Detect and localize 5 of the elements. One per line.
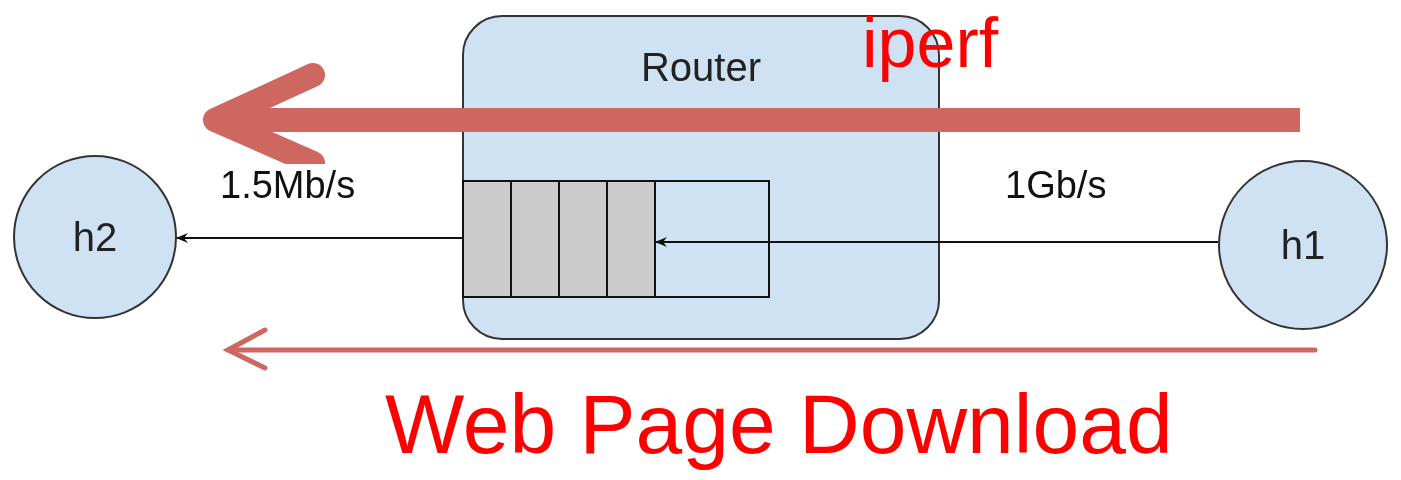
arrow	[655, 237, 1219, 247]
host-label: h1	[1280, 222, 1326, 268]
host-label: h2	[72, 214, 118, 260]
arrow	[176, 233, 463, 243]
queue-buffer	[462, 180, 770, 298]
